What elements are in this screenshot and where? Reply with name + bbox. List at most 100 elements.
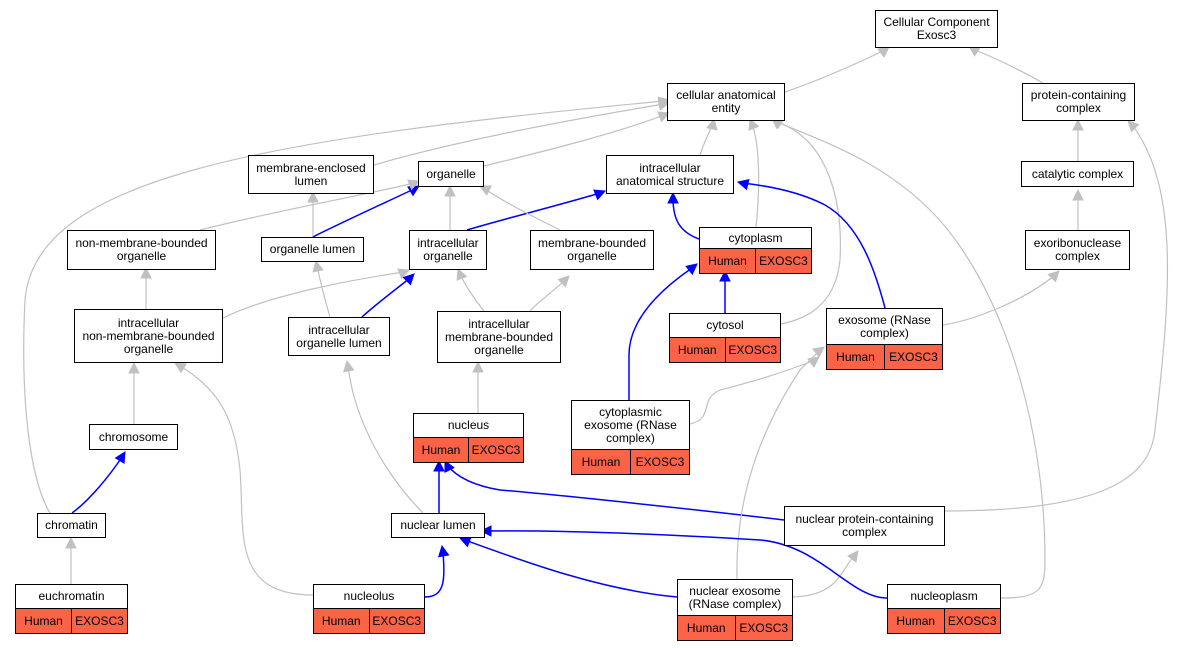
- node-label: intracellular anatomical structure: [615, 160, 725, 188]
- edge-exosome-to-ias: [736, 178, 886, 309]
- node-imbo[interactable]: intracellular membrane-bounded organelle: [437, 311, 561, 363]
- species-tag: Human: [686, 620, 726, 635]
- edge-line: [751, 123, 760, 228]
- species-tag: Human: [581, 454, 621, 469]
- node-iol[interactable]: intracellular organelle lumen: [288, 317, 390, 356]
- node-org[interactable]: organelle: [418, 161, 484, 187]
- arrowhead: [444, 459, 455, 474]
- edge-line: [942, 274, 1056, 326]
- edge-line: [529, 279, 566, 312]
- node-ias[interactable]: intracellular anatomical structure: [606, 155, 734, 194]
- node-label: nucleoplasm: [910, 589, 978, 603]
- node-chromatin[interactable]: chromatin: [37, 513, 106, 538]
- node-label: organelle: [426, 166, 476, 181]
- edge-line: [23, 100, 665, 514]
- node-catc[interactable]: catalytic complex: [1021, 161, 1134, 187]
- node-label: intracellular organelle: [417, 236, 479, 263]
- node-inmbo[interactable]: intracellular non-membrane-bounded organ…: [74, 309, 223, 363]
- edge-line: [373, 103, 665, 166]
- arrowhead: [65, 536, 77, 549]
- arrowhead: [593, 189, 607, 201]
- node-label: non-membrane-bounded organelle: [75, 236, 208, 263]
- node-io[interactable]: intracellular organelle: [409, 230, 487, 270]
- node-label: intracellular membrane-bounded organelle: [444, 316, 554, 357]
- node-pcc[interactable]: protein-containing complex: [1022, 83, 1135, 121]
- edge-nuclum-to-iol: [342, 359, 424, 514]
- arrowhead: [397, 268, 411, 280]
- node-mel[interactable]: membrane-enclosed lumen: [248, 155, 374, 194]
- arrowhead: [407, 179, 421, 191]
- arrowhead: [812, 346, 825, 358]
- edge-exosome-to-exo: [942, 270, 1060, 326]
- edge-line: [464, 539, 678, 598]
- edge-cytosol-to-cyto: [719, 269, 731, 313]
- annotation-row: Human EXOSC3: [314, 608, 424, 633]
- node-label: protein-containing complex: [1030, 88, 1127, 115]
- node-nuclum[interactable]: nuclear lumen: [391, 513, 485, 538]
- edge-line: [628, 267, 693, 400]
- edge-line: [776, 121, 1046, 599]
- arrowhead: [174, 362, 187, 374]
- node-mbo[interactable]: membrane-bounded organelle: [530, 230, 654, 270]
- gene-tag: EXOSC3: [368, 609, 425, 633]
- arrowhead: [706, 117, 718, 131]
- node-exo[interactable]: exoribonuclease complex: [1025, 230, 1130, 270]
- edge-io-to-org: [444, 184, 456, 230]
- species-tag: Human: [24, 613, 63, 628]
- edge-nucexo-to-exosome: [736, 346, 825, 580]
- edge-nucleolus-to-nuclum: [424, 544, 450, 598]
- gene-tag: EXOSC3: [734, 616, 793, 640]
- arrowhead: [472, 360, 484, 373]
- arrowhead: [128, 361, 140, 374]
- node-label: intracellular non-membrane-bounded organ…: [82, 315, 215, 356]
- arrowhead: [685, 263, 698, 276]
- edge-exo-to-catc: [1072, 188, 1084, 230]
- node-label: cytoplasmic exosome (RNase complex): [584, 404, 677, 445]
- arrowhead: [667, 191, 679, 204]
- node-root[interactable]: Cellular Component Exosc3: [875, 10, 998, 48]
- node-label: membrane-enclosed lumen: [256, 160, 366, 188]
- species-tag: Human: [421, 442, 461, 457]
- node-nmbo[interactable]: non-membrane-bounded organelle: [67, 230, 216, 270]
- node-cae[interactable]: cellular anatomical entity: [667, 83, 785, 121]
- species-tag: Human: [321, 613, 361, 628]
- arrowhead: [140, 266, 152, 279]
- node-chromosome[interactable]: chromosome: [89, 424, 178, 450]
- node-cytoexo[interactable]: cytoplasmic exosome (RNase complex) Human…: [571, 400, 690, 475]
- gene-tag: EXOSC3: [884, 345, 942, 369]
- arrowhead: [456, 267, 468, 281]
- edge-imbo-to-io: [456, 267, 485, 312]
- gene-tag: EXOSC3: [724, 338, 781, 362]
- edge-line: [459, 273, 485, 312]
- arrowhead: [433, 459, 445, 472]
- node-label: nuclear protein-containing complex: [795, 512, 934, 539]
- edge-line: [312, 188, 415, 238]
- gene-tag: EXOSC3: [630, 450, 689, 474]
- edge-inmbo-to-io: [222, 268, 411, 319]
- arrowhead: [478, 185, 493, 196]
- node-label: chromosome: [98, 429, 169, 444]
- edge-line: [483, 187, 561, 231]
- node-npcc[interactable]: nuclear protein-containing complex: [784, 506, 945, 546]
- edge-mbo-to-org: [478, 185, 561, 231]
- annotation-row: Human EXOSC3: [572, 449, 689, 474]
- node-orgl[interactable]: organelle lumen: [261, 237, 364, 262]
- edge-nucleus-to-imbo: [472, 360, 484, 413]
- edge-line: [466, 192, 601, 231]
- edge-catc-to-pcc: [1072, 118, 1084, 161]
- arrowhead: [312, 259, 324, 273]
- edge-nucexo-to-nuclum: [458, 536, 678, 598]
- edge-line: [71, 456, 123, 514]
